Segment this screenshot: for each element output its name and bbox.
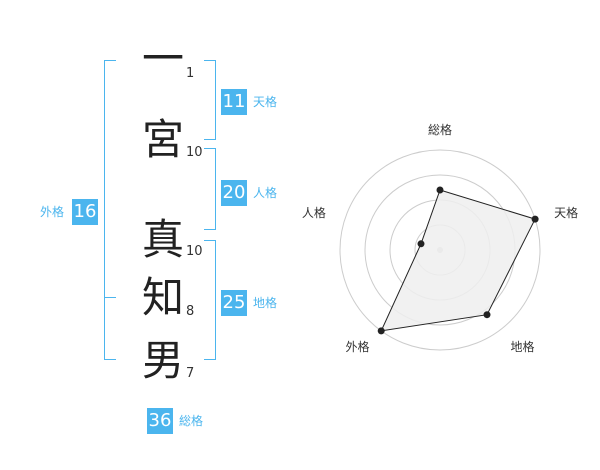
name-char-1: 一 [141, 34, 184, 83]
jinkaku-bracket [204, 148, 216, 230]
chikaku-bracket [204, 240, 216, 360]
radar-series-polygon [380, 189, 536, 332]
radar-axis-label-3: 地格 [511, 339, 535, 354]
radar-point-5 [417, 240, 425, 248]
radar-point-2 [531, 215, 539, 223]
soukaku-value-badge: 36 [147, 408, 173, 434]
radar-point-1 [436, 186, 444, 194]
gaikaku-bracket [104, 60, 116, 360]
gaikaku-value-badge: 16 [72, 199, 98, 225]
radar-point-4 [377, 327, 385, 335]
tenkaku-label: 天格 [253, 95, 278, 109]
tenkaku-value-badge: 11 [221, 89, 247, 115]
stroke-count-5: 7 [186, 366, 195, 381]
name-char-4: 知 [141, 273, 184, 322]
gaikaku-bracket-split [104, 297, 116, 298]
chikaku-label: 地格 [253, 296, 278, 310]
gaikaku-label: 外格 [40, 205, 65, 219]
name-char-5: 男 [141, 336, 184, 385]
radar-axis-label-1: 総格 [428, 122, 452, 137]
stroke-count-1: 1 [186, 66, 195, 81]
name-char-3: 真 [141, 215, 184, 264]
jinkaku-value-badge: 20 [221, 180, 247, 206]
radar-ring [339, 149, 541, 351]
radar-axis-label-4: 外格 [345, 339, 369, 354]
soukaku-label: 総格 [179, 414, 204, 428]
radar-point-3 [483, 311, 491, 319]
stroke-count-2: 10 [186, 145, 203, 160]
radar-axis-label-2: 天格 [554, 205, 578, 220]
tenkaku-bracket [204, 60, 216, 140]
radar-axis-label-5: 人格 [302, 205, 326, 220]
stroke-count-3: 10 [186, 244, 203, 259]
stroke-count-4: 8 [186, 304, 195, 319]
jinkaku-label: 人格 [253, 186, 278, 200]
chikaku-value-badge: 25 [221, 290, 247, 316]
name-char-2: 宮 [141, 115, 184, 164]
